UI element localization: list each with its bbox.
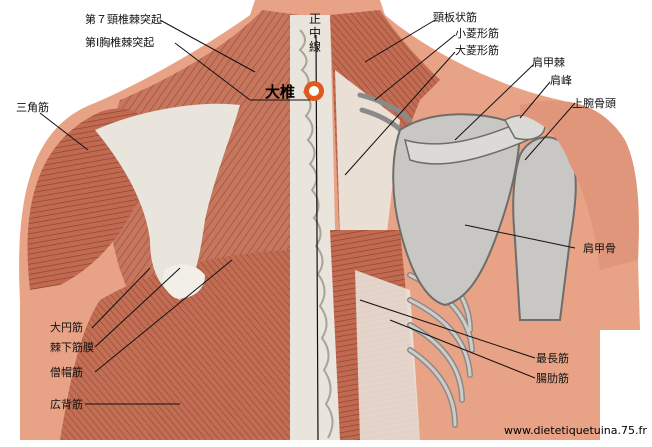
label-humeral-head: 上腕骨頭	[572, 97, 616, 110]
humerus	[512, 136, 577, 321]
label-rhomboid-minor: 小菱形筋	[455, 27, 499, 40]
right-rhomboids	[335, 70, 400, 250]
leader-lines	[39, 19, 576, 405]
label-midline: 正中線	[308, 12, 321, 54]
label-iliocostalis: 腸肋筋	[536, 372, 569, 385]
label-teres-major: 大円筋	[50, 321, 83, 334]
label-scapula: 肩甲骨	[583, 242, 616, 255]
acupoint-label: 大椎	[265, 83, 296, 101]
spine	[290, 15, 340, 440]
infraspinatus-fascia	[95, 103, 240, 300]
midline	[315, 34, 319, 441]
label-c7: 第７頸椎棘突起	[85, 13, 162, 26]
label-latissimus: 広背筋	[50, 398, 83, 411]
label-t1: 第Ⅰ胸椎棘突起	[85, 36, 155, 49]
label-acromion: 肩峰	[550, 74, 572, 87]
label-longissimus: 最長筋	[536, 352, 569, 365]
credit-text: www.dietetiquetuina.75.fr	[504, 424, 647, 437]
label-trapezius: 僧帽筋	[50, 366, 83, 379]
label-splenius: 頸板状筋	[433, 11, 477, 24]
label-infraspinatus-fascia: 棘下筋膜	[50, 341, 94, 354]
label-deltoid: 三角筋	[16, 101, 49, 114]
label-scapular-spine: 肩甲棘	[532, 56, 565, 69]
label-rhomboid-major: 大菱形筋	[455, 44, 499, 57]
